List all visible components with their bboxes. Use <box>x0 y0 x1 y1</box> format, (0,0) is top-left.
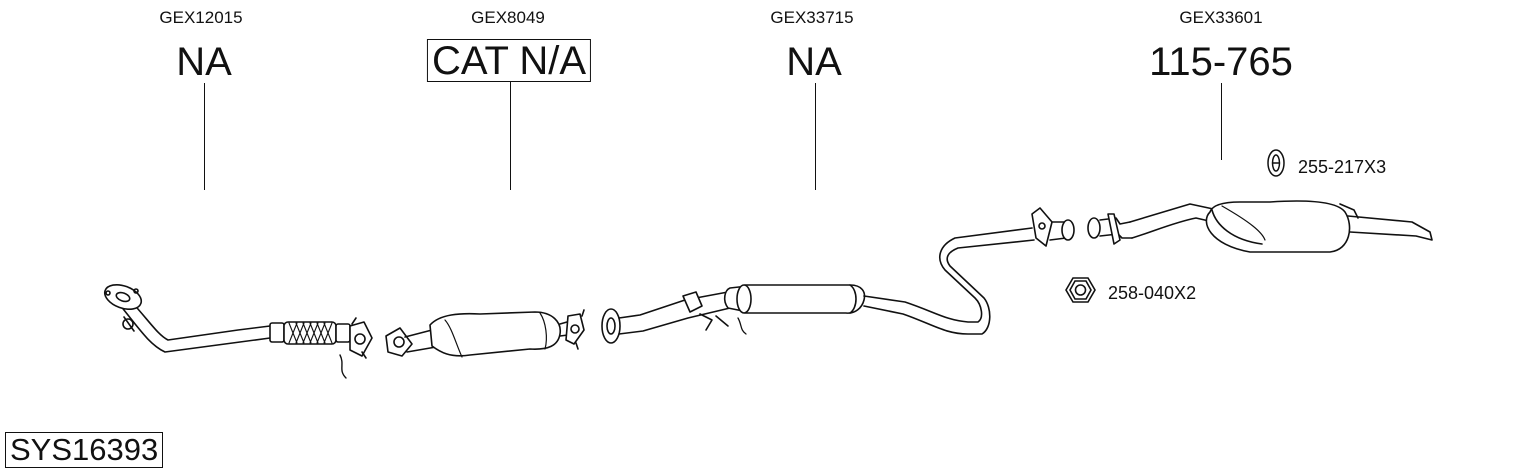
leader-line-rear-silencer <box>1221 83 1222 160</box>
accessory-number-hanger: 255-217X3 <box>1298 157 1387 177</box>
part-code-rear-silencer: GEX33601 <box>1179 8 1263 27</box>
rear-silencer-drawing <box>1087 200 1433 253</box>
front-pipe-drawing <box>103 283 373 379</box>
part-code-catalytic-converter: GEX8049 <box>471 8 545 27</box>
accessory-number-nut: 258-040X2 <box>1108 283 1197 303</box>
leader-line-front-pipe <box>204 83 205 190</box>
centre-silencer-drawing <box>601 207 1075 344</box>
part-label-catalytic-converter: CAT N/A <box>426 39 592 82</box>
part-label-front-pipe: NA <box>176 40 232 84</box>
part-label-rear-silencer: 115-765 <box>1149 40 1293 84</box>
part-code-centre-silencer: GEX33715 <box>770 8 854 27</box>
catalytic-converter-drawing <box>385 309 585 358</box>
leader-line-catalytic-converter <box>510 82 511 190</box>
system-id-box: SYS16393 <box>5 432 164 468</box>
part-code-front-pipe: GEX12015 <box>159 8 243 27</box>
hex-nut-icon <box>1065 277 1096 303</box>
leader-line-centre-silencer <box>815 83 816 190</box>
rubber-hanger-icon <box>1267 149 1285 177</box>
part-label-centre-silencer: NA <box>786 40 842 84</box>
